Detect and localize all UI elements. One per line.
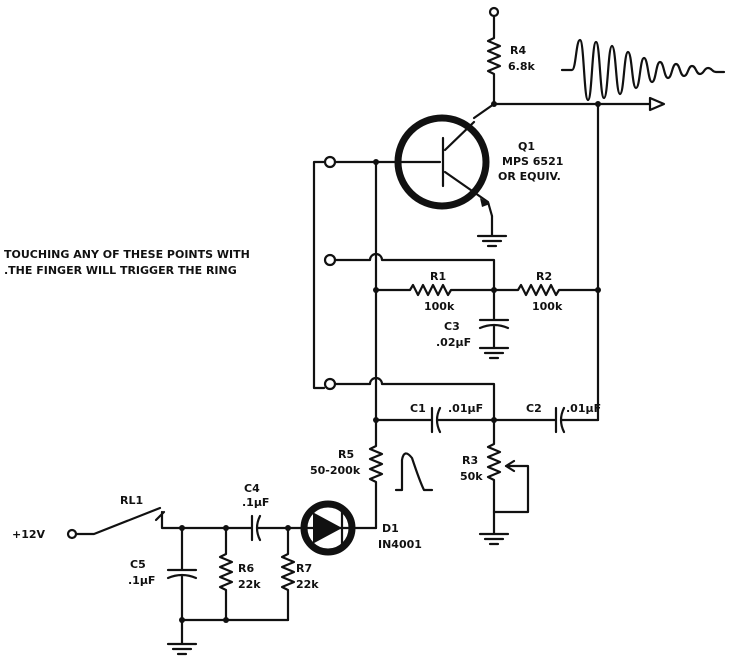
r4-value: 6.8k	[508, 60, 535, 73]
touch-point-3[interactable]	[323, 377, 337, 391]
r5-resistor: R5 50-200k	[310, 418, 384, 530]
touch-point-2[interactable]	[323, 253, 337, 267]
r6-ref: R6	[238, 562, 254, 575]
c3-value: .02µF	[436, 336, 471, 349]
touch-note-line1: TOUCHING ANY OF THESE POINTS WITH	[4, 248, 250, 261]
touch-note-line2: .THE FINGER WILL TRIGGER THE RING	[4, 264, 237, 277]
d1-value: IN4001	[378, 538, 422, 551]
r3-potentiometer[interactable]: R3 50k	[460, 418, 530, 514]
r1-value: 100k	[424, 300, 455, 313]
trigger-pulse-waveform	[394, 452, 434, 492]
rl1-relay-contact: RL1	[66, 494, 184, 540]
c5-ground-icon	[166, 626, 198, 656]
output-ringing-waveform	[560, 38, 726, 102]
c5-capacitor: C5 .1µF	[128, 526, 198, 630]
c5-ref: C5	[130, 558, 146, 571]
r5-ref: R5	[338, 448, 354, 461]
c2-value: .01µF	[566, 402, 601, 415]
r6-value: 22k	[238, 578, 261, 591]
r7-ref: R7	[296, 562, 312, 575]
d1-ref: D1	[382, 522, 399, 535]
q1-transistor: Q1 MPS 6521 OR EQUIV.	[374, 102, 563, 218]
q1-ground-icon	[476, 214, 508, 248]
c1-capacitor: C1 .01µF	[374, 402, 496, 434]
d1-diode: D1 IN4001	[286, 500, 422, 556]
r3-ground-icon	[478, 510, 510, 546]
output-arrow	[648, 96, 666, 112]
r1-ref: R1	[430, 270, 446, 283]
c5-value: .1µF	[128, 574, 155, 587]
c2-ref: C2	[526, 402, 542, 415]
r2-ref: R2	[536, 270, 552, 283]
touch-point-1[interactable]	[323, 155, 337, 169]
c2-capacitor: C2 .01µF	[492, 402, 601, 434]
r4-ref: R4	[510, 44, 526, 57]
supply-terminal	[66, 528, 78, 540]
c4-ref: C4	[244, 482, 260, 495]
c1-ref: C1	[410, 402, 426, 415]
q1-ref: Q1	[518, 140, 535, 153]
q1-value: MPS 6521	[502, 155, 563, 168]
r3-value: 50k	[460, 470, 483, 483]
vcc-terminal	[488, 6, 500, 18]
r3-ref: R3	[462, 454, 478, 467]
c4-value: .1µF	[242, 496, 269, 509]
c3-ref: C3	[444, 320, 460, 333]
r7-value: 22k	[296, 578, 319, 591]
c4-capacitor: C4 .1µF	[180, 482, 290, 542]
q1-note: OR EQUIV.	[498, 170, 561, 183]
r7-resistor: R7 22k	[280, 526, 319, 622]
rl1-ref: RL1	[120, 494, 143, 507]
r2-resistor: R2 100k	[492, 270, 600, 313]
r1-resistor: R1 100k	[374, 270, 496, 313]
c3-capacitor: C3 .02µF	[436, 288, 510, 360]
r4-resistor: R4 6.8k	[486, 6, 535, 106]
r6-resistor: R6 22k	[218, 526, 261, 622]
supply-label: +12V	[12, 528, 46, 541]
r5-value: 50-200k	[310, 464, 361, 477]
c1-value: .01µF	[448, 402, 483, 415]
r2-value: 100k	[532, 300, 563, 313]
